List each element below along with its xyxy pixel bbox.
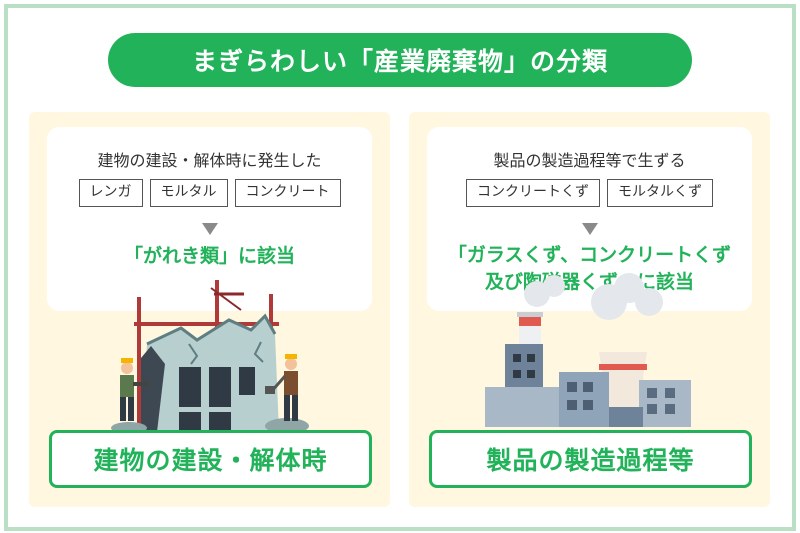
tag-concrete: コンクリート [234, 179, 341, 207]
material-tags: コンクリートくず モルタルくず [427, 179, 752, 207]
classification-result: 「がれき類」に該当 [123, 245, 295, 267]
panel-manufacturing: 製品の製造過程等で生ずる コンクリートくず モルタルくず 「ガラスくず、コンクリ… [409, 112, 770, 507]
panel-demolition: 建物の建設・解体時に発生した レンガ モルタル コンクリート 「がれき類」に該当 [29, 112, 390, 507]
info-card-manufacturing: 製品の製造過程等で生ずる コンクリートくず モルタルくず 「ガラスくず、コンクリ… [427, 127, 752, 311]
page-title: まぎらわしい「産業廃棄物」の分類 [108, 33, 692, 87]
down-arrow-icon [581, 223, 598, 235]
category-label-manufacturing: 製品の製造過程等 [429, 430, 752, 488]
demolition-site-icon [111, 280, 309, 432]
info-card-demolition: 建物の建設・解体時に発生した レンガ モルタル コンクリート 「がれき類」に該当 [47, 127, 372, 311]
material-tags: レンガ モルタル コンクリート [47, 179, 372, 207]
tag-mortar-waste: モルタルくず [607, 179, 713, 207]
down-arrow-icon [201, 223, 218, 235]
category-label-demolition: 建物の建設・解体時 [49, 430, 372, 488]
tag-brick: レンガ [78, 179, 143, 207]
tag-mortar: モルタル [149, 179, 228, 207]
tag-concrete-waste: コンクリートくず [466, 179, 600, 207]
info-heading: 建物の建設・解体時に発生した [97, 151, 322, 170]
result-line-1: 「ガラスくず、コンクリートくず [447, 244, 732, 266]
info-heading: 製品の製造過程等で生ずる [493, 151, 686, 170]
factory-icon [485, 273, 691, 427]
